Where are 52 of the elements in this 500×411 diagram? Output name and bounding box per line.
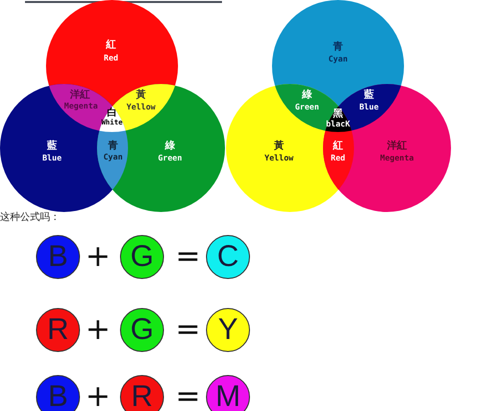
color-name: 藍 — [364, 90, 374, 100]
color-name: Green — [158, 154, 182, 162]
color-letter: B — [48, 241, 68, 273]
color-name: 紅 — [333, 140, 343, 152]
color-letter: Y — [218, 314, 238, 346]
color-letter: R — [47, 314, 69, 346]
color-circle — [36, 235, 80, 279]
color-name: 紅 — [106, 40, 116, 50]
color-circle — [206, 375, 250, 411]
color-name: 藍 — [47, 140, 57, 152]
color-name: Yellow — [264, 154, 294, 162]
color-name: Red — [104, 54, 118, 62]
color-letter: G — [130, 314, 154, 346]
color-letter: G — [130, 241, 154, 273]
color-name: 白 — [107, 108, 117, 118]
color-circle — [206, 235, 250, 279]
color-name: Megenta — [64, 102, 98, 110]
color-name: Megenta — [380, 154, 414, 162]
color-circle — [120, 308, 164, 352]
color-circle — [120, 235, 164, 279]
operator-sign: + — [85, 241, 111, 273]
color-name: Green — [294, 102, 320, 112]
color-name: blacK — [326, 120, 350, 128]
operator-sign: + — [85, 314, 111, 346]
operator-sign: = — [175, 314, 201, 346]
operator-sign: = — [175, 381, 201, 411]
color-circle — [206, 308, 250, 352]
color-name: Cyan — [103, 152, 123, 162]
operator-sign: = — [175, 241, 201, 273]
color-name: 洋紅 — [70, 90, 90, 100]
color-name: Yellow — [126, 102, 156, 112]
color-name: 黑 — [333, 108, 343, 120]
color-name: Red — [330, 154, 346, 162]
question-text: 这种公式吗： — [0, 212, 60, 224]
color-circle — [36, 375, 80, 411]
color-name: 黃 — [274, 140, 284, 152]
color-name: Cyan — [328, 54, 348, 64]
operator-sign: + — [85, 381, 111, 411]
color-letter: M — [216, 381, 240, 411]
color-name: 青 — [333, 42, 343, 52]
color-letter: C — [217, 241, 239, 273]
color-letter: B — [48, 381, 68, 411]
color-name: 黃 — [136, 90, 146, 100]
color-name: 青 — [108, 140, 118, 152]
color-name: 綠 — [165, 140, 175, 152]
color-letter: R — [131, 381, 153, 411]
color-name: 綠 — [302, 90, 312, 100]
color-name: 洋紅 — [387, 140, 407, 152]
color-name: Blue — [359, 102, 379, 112]
color-circle — [120, 375, 164, 411]
color-name: Blue — [42, 154, 62, 162]
color-circle — [36, 308, 80, 352]
